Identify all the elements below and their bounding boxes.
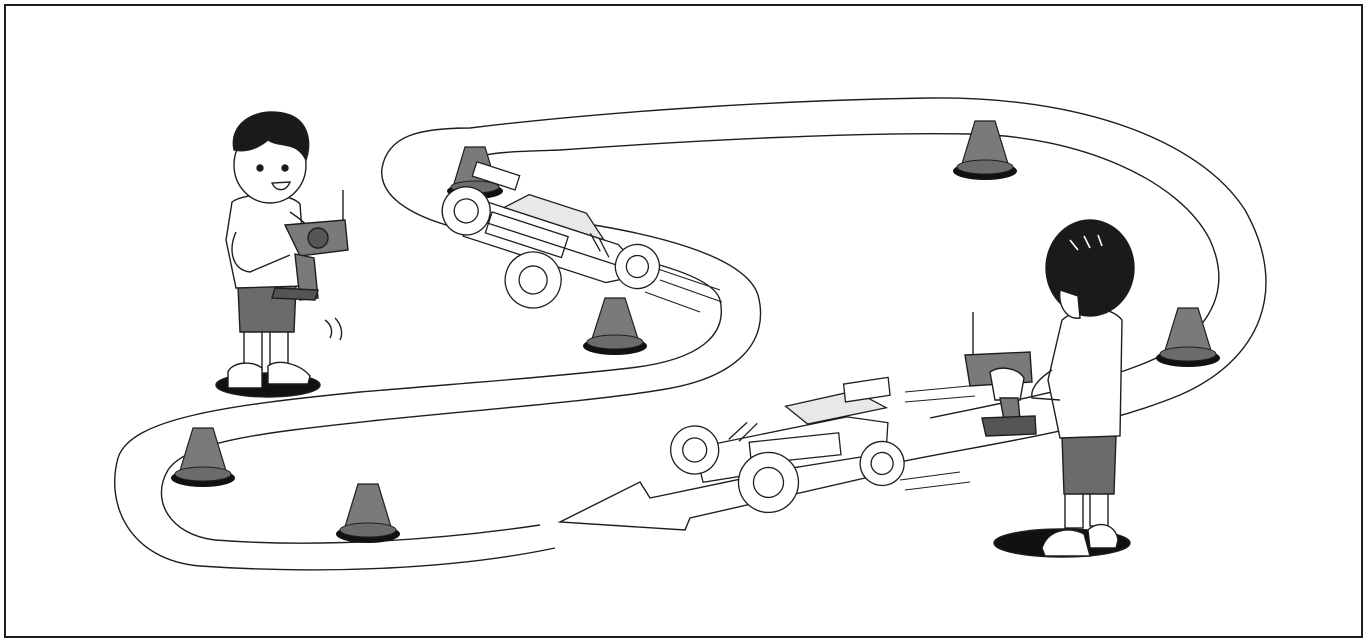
cone-icon — [336, 483, 400, 543]
rc-buggy-icon — [670, 376, 905, 514]
cone-icon — [953, 120, 1017, 180]
cone-icon — [171, 427, 235, 487]
border-frame — [4, 4, 1363, 638]
rc-buggy-icon — [441, 160, 661, 309]
transmitter-icon — [271, 190, 349, 301]
motion-lines — [644, 267, 991, 491]
transmitter-icon — [964, 312, 1037, 437]
cone-icon — [583, 297, 647, 355]
boy-with-transmitter-icon — [964, 219, 1135, 558]
boy-with-transmitter-icon — [215, 111, 349, 398]
cone-icon — [1156, 307, 1220, 367]
